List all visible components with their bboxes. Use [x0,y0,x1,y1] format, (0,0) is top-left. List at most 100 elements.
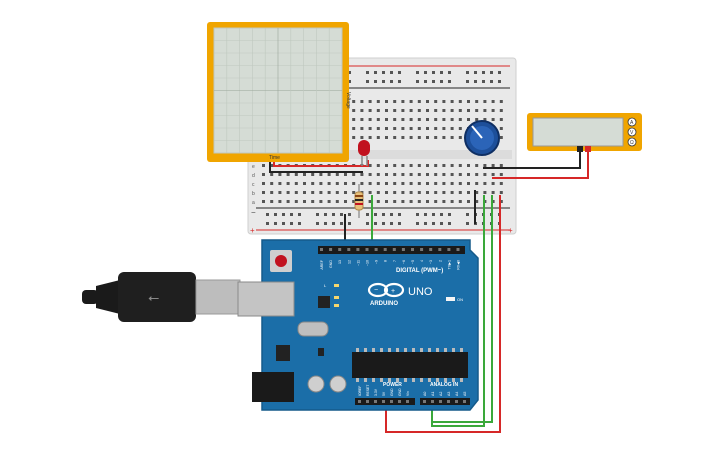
breadboard-hole[interactable] [294,173,298,176]
breadboard-hole[interactable] [467,118,470,121]
breadboard-hole[interactable] [426,127,429,130]
breadboard-hole[interactable] [335,191,339,194]
breadboard-hole[interactable] [327,191,331,194]
breadboard-hole[interactable] [426,164,429,167]
rail-hole[interactable] [348,71,351,74]
breadboard-hole[interactable] [303,200,306,203]
breadboard-hole[interactable] [450,164,454,167]
rail-hole[interactable] [416,71,419,74]
rail-hole[interactable] [490,71,493,74]
rail-hole[interactable] [332,222,335,225]
breadboard-hole[interactable] [401,173,405,176]
digital-pin[interactable] [338,248,342,251]
digital-pin[interactable] [347,248,351,251]
breadboard-hole[interactable] [417,200,421,203]
breadboard-hole[interactable] [393,127,397,130]
breadboard-hole[interactable] [270,200,274,203]
rail-hole[interactable] [398,71,401,74]
analog-pin[interactable] [455,400,458,403]
breadboard-hole[interactable] [319,191,323,194]
breadboard-hole[interactable] [467,182,470,185]
red-led[interactable] [358,140,370,166]
breadboard-hole[interactable] [376,200,380,203]
digital-pin[interactable] [420,248,424,251]
breadboard-hole[interactable] [434,200,438,203]
breadboard-hole[interactable] [467,100,470,103]
rail-hole[interactable] [340,213,343,216]
breadboard-hole[interactable] [385,118,388,121]
breadboard-hole[interactable] [450,182,454,185]
meter-red-wire[interactable] [492,150,589,179]
breadboard-hole[interactable] [499,118,503,121]
breadboard-hole[interactable] [499,173,503,176]
breadboard-hole[interactable] [499,109,503,112]
breadboard-hole[interactable] [434,136,438,139]
breadboard-hole[interactable] [442,136,446,139]
breadboard-hole[interactable] [376,127,380,130]
rail-hole[interactable] [490,80,493,83]
pot-wiper-green-wire[interactable] [432,195,493,423]
breadboard-hole[interactable] [360,100,364,103]
breadboard-hole[interactable] [442,100,446,103]
breadboard-hole[interactable] [442,182,446,185]
digital-pin[interactable] [456,248,460,251]
breadboard-hole[interactable] [352,127,356,130]
breadboard-hole[interactable] [327,182,331,185]
analog-pin[interactable] [447,400,450,403]
breadboard-hole[interactable] [409,173,413,176]
rail-hole[interactable] [432,80,435,83]
breadboard-hole[interactable] [401,191,405,194]
breadboard-hole[interactable] [409,100,413,103]
rail-hole[interactable] [324,222,327,225]
breadboard-hole[interactable] [368,136,372,139]
breadboard-hole[interactable] [491,164,495,167]
breadboard-hole[interactable] [352,191,356,194]
rail-hole[interactable] [466,222,469,225]
analog-pin[interactable] [439,400,442,403]
breadboard-hole[interactable] [450,118,454,121]
breadboard-hole[interactable] [286,191,290,194]
breadboard-hole[interactable] [368,118,372,121]
breadboard-hole[interactable] [417,136,421,139]
breadboard-hole[interactable] [450,109,454,112]
breadboard-hole[interactable] [442,118,446,121]
rail-hole[interactable] [466,213,469,216]
digital-pin[interactable] [374,248,378,251]
multimeter[interactable]: A V Ω [527,113,642,152]
breadboard-hole[interactable] [368,109,372,112]
breadboard-hole[interactable] [319,200,323,203]
breadboard-hole[interactable] [409,191,413,194]
breadboard-hole[interactable] [458,118,462,121]
power-pin[interactable] [366,400,369,403]
breadboard-hole[interactable] [483,100,487,103]
breadboard-hole[interactable] [499,100,503,103]
breadboard-hole[interactable] [393,173,397,176]
rail-hole[interactable] [416,80,419,83]
breadboard-hole[interactable] [426,182,429,185]
rail-hole[interactable] [382,213,385,216]
meter-mode-v[interactable] [627,127,637,137]
breadboard-hole[interactable] [483,191,487,194]
breadboard-hole[interactable] [499,136,503,139]
rail-hole[interactable] [348,213,351,216]
breadboard-hole[interactable] [352,118,356,121]
breadboard-hole[interactable] [458,109,462,112]
rail-hole[interactable] [348,80,351,83]
breadboard-hole[interactable] [475,118,479,121]
breadboard-hole[interactable] [475,164,479,167]
breadboard-hole[interactable] [467,164,470,167]
breadboard-hole[interactable] [442,109,446,112]
power-pin[interactable] [382,400,385,403]
digital-pin[interactable] [356,248,360,251]
power-pin[interactable] [398,400,401,403]
breadboard-hole[interactable] [311,191,315,194]
breadboard-hole[interactable] [262,173,265,176]
breadboard-hole[interactable] [483,173,487,176]
breadboard-hole[interactable] [311,173,315,176]
breadboard-hole[interactable] [434,127,438,130]
breadboard-hole[interactable] [434,109,438,112]
breadboard-hole[interactable] [475,109,479,112]
breadboard-hole[interactable] [385,173,388,176]
breadboard-hole[interactable] [360,118,364,121]
breadboard-hole[interactable] [475,182,479,185]
